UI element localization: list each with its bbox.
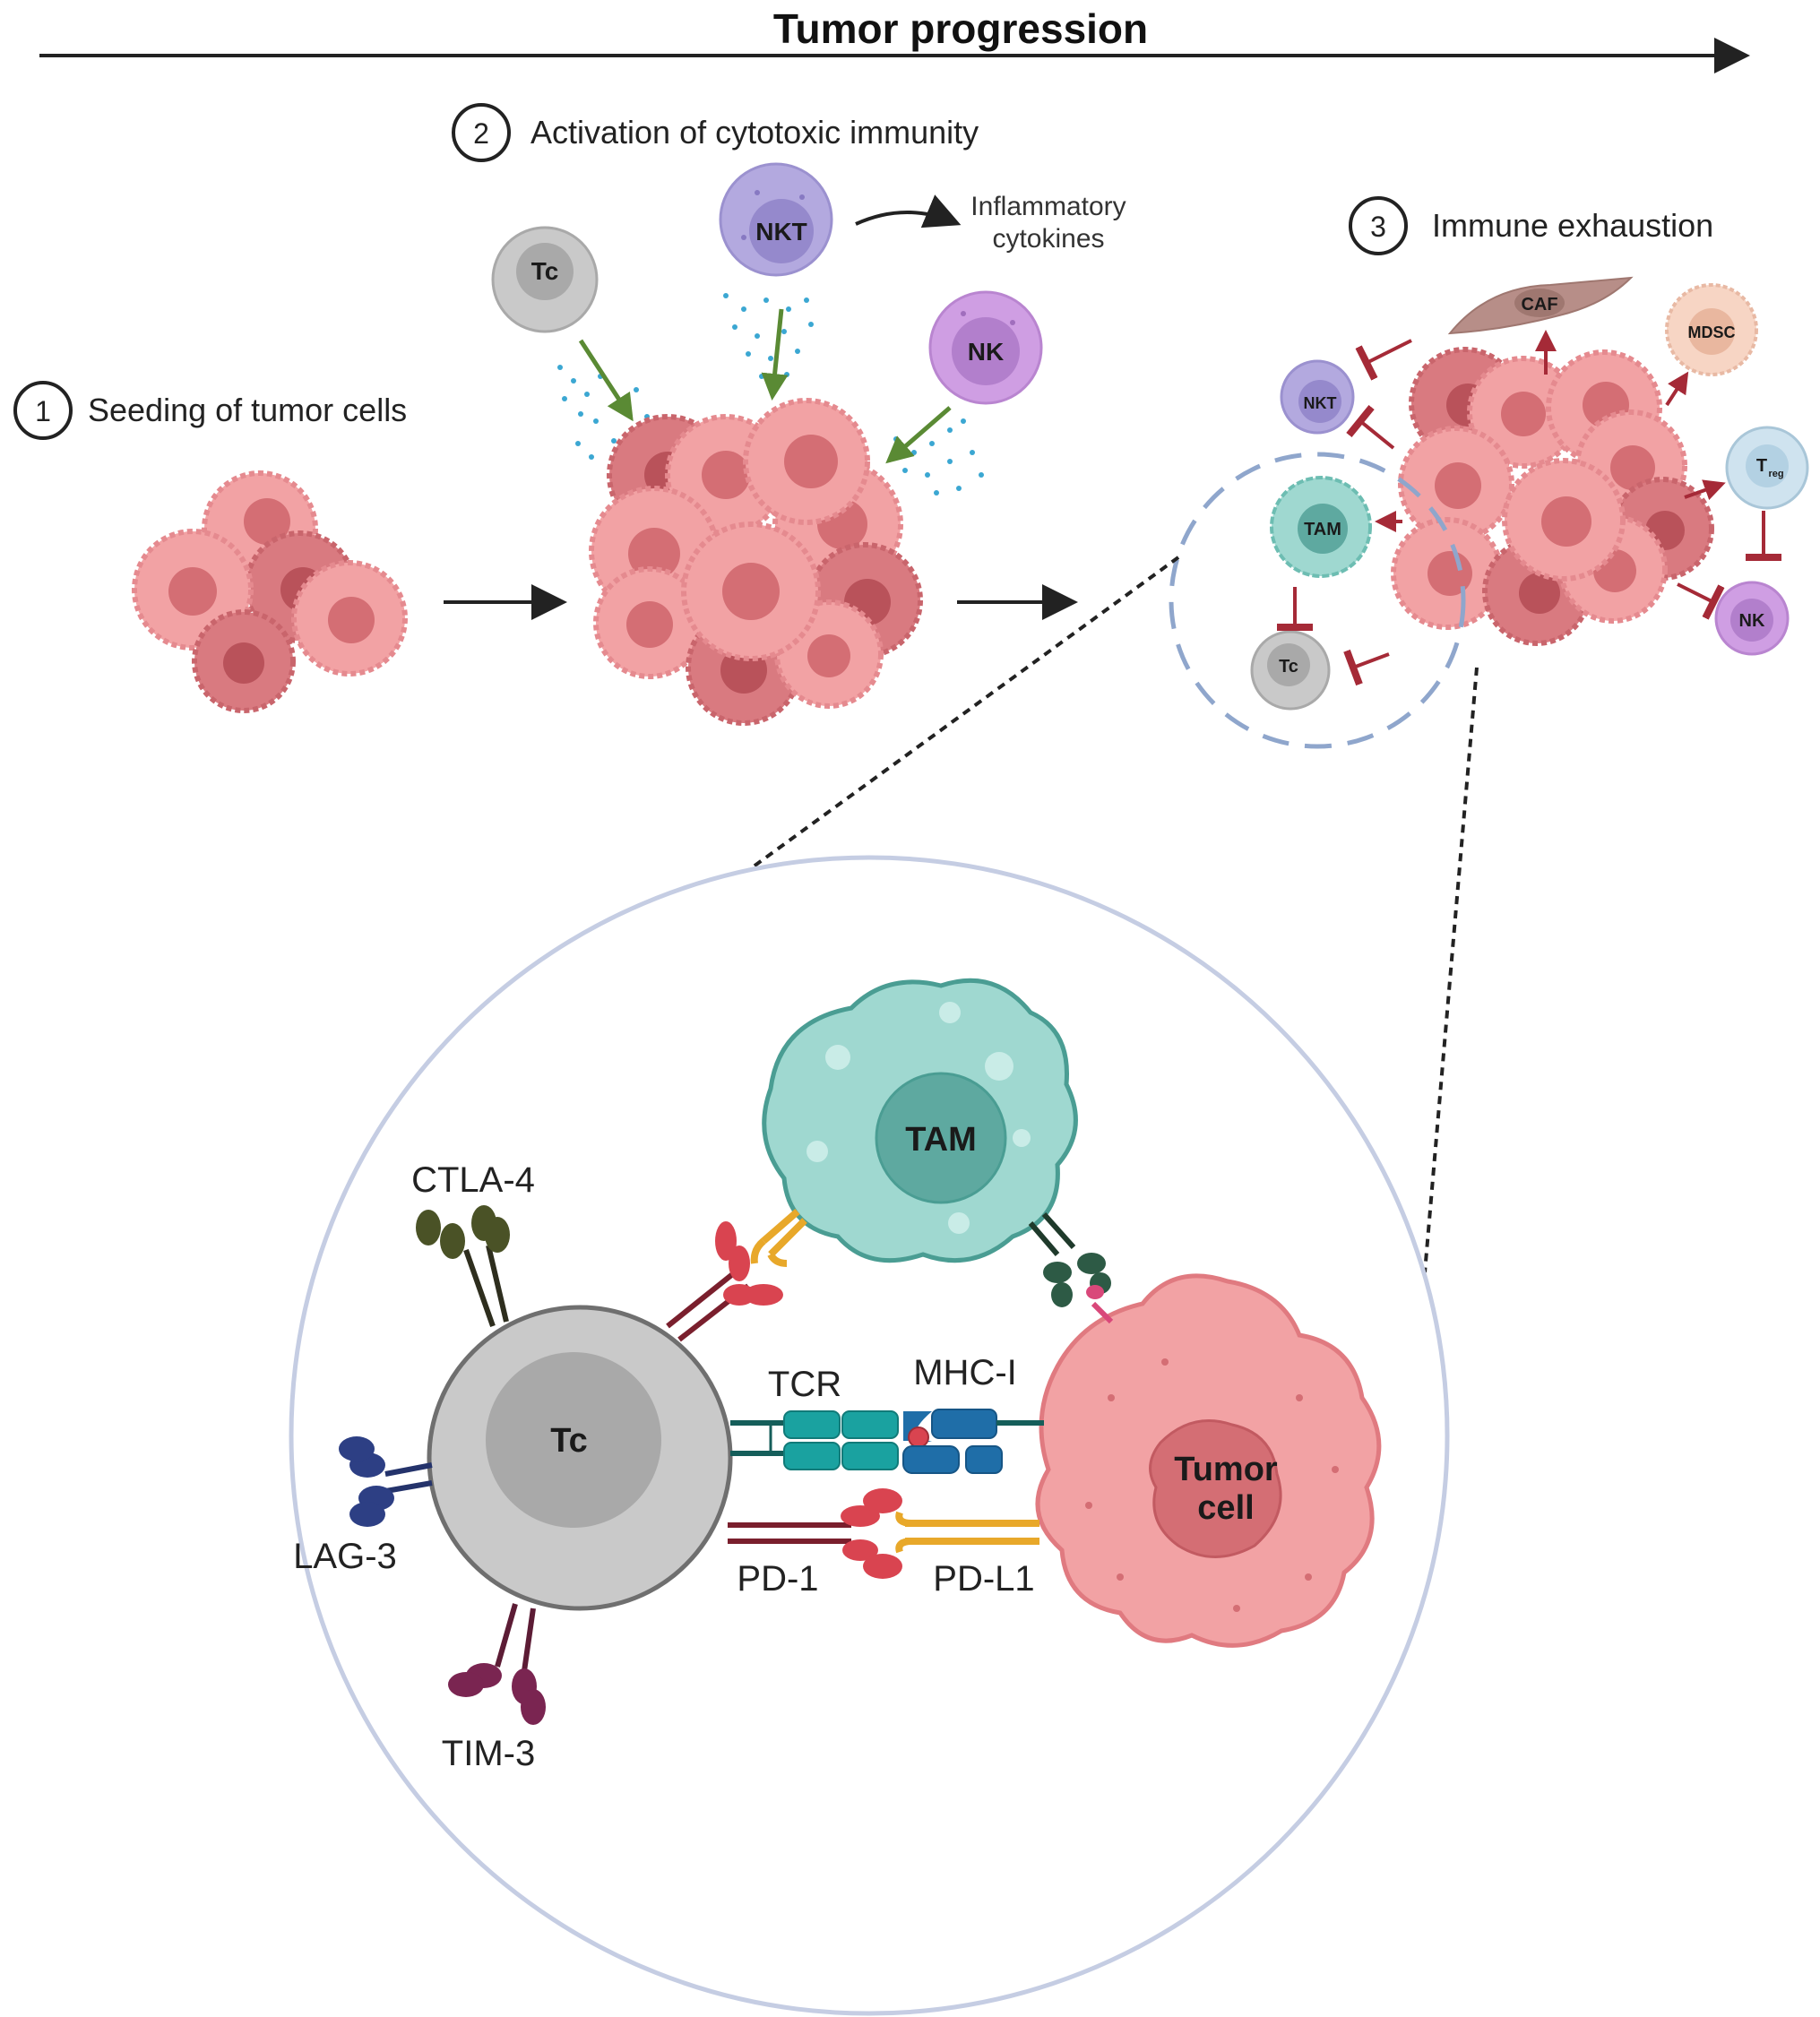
nk-attack-arrow (885, 406, 952, 464)
step-3: 3 Immune exhaustion (1349, 196, 1713, 255)
step-1-circle (13, 381, 73, 440)
mdsc-label: MDSC (1688, 323, 1736, 341)
step-3-circle (1349, 196, 1408, 255)
diagram-title: Tumor progression (773, 5, 1148, 52)
pd1-pdl1-complex (728, 1488, 1039, 1579)
tcr-mhc1-complex (730, 1409, 1044, 1474)
pd1-label: PD-1 (737, 1559, 818, 1599)
stage-2-tc-cell: Tc (491, 226, 599, 333)
nk-label-small: NK (1739, 611, 1765, 631)
stage-3-inhibition-arrows (1277, 330, 1781, 686)
step-3-number: 3 (1370, 211, 1386, 243)
stage-3-tc-cell: Tc (1250, 630, 1331, 711)
stage-3-caf-cell: CAF (1447, 276, 1634, 335)
tc-tam-pd1-receptor (666, 1221, 783, 1342)
zoom-tc-label: Tc (550, 1422, 588, 1460)
nkt-attack-arrow (761, 308, 789, 401)
tim3-label: TIM-3 (442, 1734, 535, 1773)
tumor-cell (1391, 517, 1504, 630)
stage-3-mdsc-cell: MDSC (1665, 283, 1758, 376)
tc-label: Tc (531, 257, 559, 285)
stage-1-tumor-cluster (132, 470, 408, 713)
stage-3-nkt-cell: NKT (1280, 359, 1355, 435)
tcr-label: TCR (768, 1365, 841, 1404)
tumor-cell (291, 560, 408, 677)
tam-pdl1-receptor (750, 1208, 807, 1267)
zoom-tumor-cell: Tumor cell (1035, 1273, 1382, 1648)
tumor-cell (1502, 458, 1626, 582)
inset-highlight-circle (1169, 452, 1466, 749)
step-2-number: 2 (473, 117, 489, 150)
zoom-tumor-label-line1: Tumor (1174, 1451, 1278, 1488)
lag3-label: LAG-3 (293, 1537, 397, 1576)
cytokines-label-line1: Inflammatory (970, 192, 1126, 221)
nkt-label-small: NKT (1304, 394, 1337, 412)
stage-3-tumor-mass (1391, 347, 1714, 646)
nkt-label: NKT (755, 218, 807, 246)
step-2: 2 Activation of cytotoxic immunity (452, 103, 979, 162)
step-2-label: Activation of cytotoxic immunity (530, 114, 979, 151)
stage-3-nk-cell: NK (1714, 581, 1790, 656)
tumor-cell (743, 398, 870, 525)
tumor-cell (681, 521, 821, 661)
step-1-number: 1 (35, 395, 51, 427)
stage-3-treg-cell: T reg (1725, 426, 1809, 510)
zoom-tam-cell: TAM (762, 978, 1078, 1263)
cytokines-label-line2: cytokines (992, 224, 1104, 254)
ctla4-receptor (416, 1205, 510, 1327)
nk-label: NK (968, 338, 1004, 366)
ctla4-label: CTLA-4 (411, 1160, 535, 1200)
stage-2-tumor-mass (589, 398, 923, 726)
mhc1-label: MHC-I (913, 1353, 1017, 1392)
treg-label-sub: reg (1768, 469, 1783, 479)
treg-label-main: T (1756, 456, 1767, 476)
step-1-label: Seeding of tumor cells (88, 392, 407, 428)
step-3-label: Immune exhaustion (1432, 207, 1713, 244)
lag3-receptor (339, 1436, 433, 1527)
stage-3-tam-cell: TAM (1270, 476, 1372, 578)
zoom-tc-cell: Tc (427, 1305, 733, 1611)
tam-label-small: TAM (1304, 520, 1341, 539)
step-2-circle (452, 103, 511, 162)
cytokine-arrow (855, 194, 962, 228)
tc-label-small: Tc (1279, 657, 1298, 677)
stage-2-nkt-cell: NKT (719, 162, 833, 277)
step-1: 1 Seeding of tumor cells (13, 381, 407, 440)
zoom-line-right (1423, 667, 1479, 1273)
zoom-tam-label: TAM (905, 1121, 977, 1159)
stage-2-dots (557, 293, 984, 496)
tumor-cell (192, 609, 296, 713)
tumor-cell (1398, 426, 1514, 542)
tam-tumor-mhc-receptor (1028, 1212, 1114, 1324)
caf-label: CAF (1521, 295, 1557, 315)
tim3-receptor (448, 1603, 546, 1725)
tc-attack-arrow (578, 339, 634, 422)
zoom-tumor-label-line2: cell (1197, 1489, 1254, 1527)
pdl1-label: PD-L1 (933, 1559, 1034, 1599)
stage-2-nk-cell: NK (928, 290, 1043, 405)
